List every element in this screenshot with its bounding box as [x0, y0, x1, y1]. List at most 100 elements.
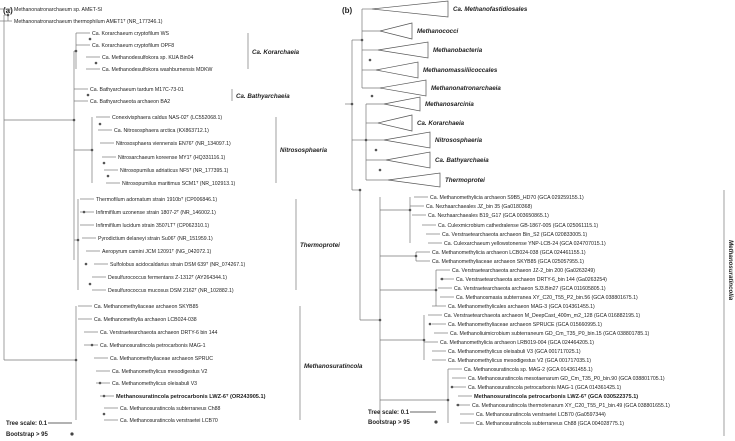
leaf-label: Pyrodictium delaneyi strain Su06ᵀ (NR_15…	[98, 236, 213, 242]
collapsed-clade-label: Methanonatronarchaeia	[431, 85, 501, 92]
leaf-label: Ca. Methanomethyliaceae archaeon SPRUC	[110, 356, 213, 362]
bootstrap-node	[106, 174, 110, 178]
leaf-label: Desulfurococcus fermentans Z-1312ᵀ (AY26…	[108, 275, 227, 281]
bootstrap-node	[360, 38, 364, 42]
bootstrap-node	[422, 338, 426, 342]
panel-b-label: (b)	[342, 6, 353, 15]
bootstrap-node	[86, 93, 90, 97]
leaf-label: Infirmifilum lucidum strain 3507LTᵀ (CP0…	[96, 223, 209, 229]
leaf-label: Ca. Methanodesulfokora washburnensis MDK…	[102, 67, 213, 73]
leaf-label: Ca. Verstraetearchaeota archaeon SJ3.Bin…	[454, 286, 606, 292]
bootstrap-node	[74, 358, 78, 362]
clade-label: Ca. Bathyarchaeia	[236, 93, 290, 100]
bootstrap-node	[102, 394, 106, 398]
leaf-label: Ca. Methanomethylicus mesodigestus V2 (G…	[448, 358, 591, 364]
leaf-label: Ca. Verstraetearchaeota archaeon Bin_S2 …	[442, 232, 587, 238]
bootstrap-node	[358, 188, 362, 192]
leaf-label: Nitrosopumilus maritimus SCM1ᵀ (NR_10291…	[122, 181, 236, 187]
leaf-label: Ca. Korarchaeum cryptofilum WS	[92, 31, 170, 37]
leaf-label: Ca. Methanoliuimicrobium subterraneum GD…	[450, 331, 650, 337]
leaf-label: Thermofilum adornatum strain 1910bᵀ (CP0…	[96, 197, 217, 203]
leaf-label: Ca. Methanomethylicus oleisabuli V3 (GCA…	[448, 349, 581, 355]
leaf-label: Ca. Methanosuratincola petrocarbonis MAG…	[468, 385, 621, 391]
leaf-label: Ca. Verstraetearchaeota archaeon DRTY-6 …	[100, 330, 217, 336]
leaf-label: Ca. Culexmicrobium cathedralense GB-1867…	[438, 223, 598, 229]
collapsed-clade-label: Methanosarcinia	[425, 101, 474, 108]
collapsed-clade	[383, 96, 421, 112]
leaf-label: Ca. Methanosuratincola verstraetei LCB70…	[476, 412, 606, 418]
leaf-label: Methanonatronarchaeum sp. AMET-Sl	[14, 7, 102, 13]
bootstrap-node	[94, 61, 98, 65]
leaf-label: Ca. Methanomethylicia archaeon LRB019-00…	[440, 340, 594, 346]
panel-b-tree: (b) Ca. MethanofastidiosalesMethanococci…	[342, 0, 734, 436]
collapsed-clade	[377, 41, 429, 59]
leaf-label: Ca. Methanosuratincola petrocarbonis MAG…	[100, 343, 206, 349]
bootstrap-node	[374, 148, 378, 152]
leaf-label: Ca. Verstraetearchaeota archaeon M_DeepC…	[444, 313, 640, 319]
leaf-label: Ca. Methanomethylia archaeon LCB024-038	[94, 317, 197, 323]
bootstrap-node	[74, 49, 78, 53]
bootstrap-label-b: Bootstrap > 95	[368, 420, 411, 426]
clade-label: Thermoprotei	[300, 242, 340, 249]
collapsed-clade	[383, 131, 431, 149]
bootstrap-node	[378, 318, 382, 322]
bootstrap-node	[82, 210, 86, 214]
leaf-label: Ca. Nezhaarchaeales JZ_bin 35 (Ga0180368…	[426, 204, 532, 210]
clade-label: Methanosuratincola	[304, 363, 363, 370]
collapsed-clade-label: Ca. Bathyarchaeia	[435, 157, 489, 164]
bootstrap-node	[98, 381, 102, 385]
bootstrap-node	[88, 282, 92, 286]
bootstrap-node	[72, 118, 76, 122]
leaf-label: Ca. Methanosuratincola subterraneus Ch88…	[476, 421, 624, 427]
collapsed-clade	[379, 79, 427, 97]
collapsed-clade-label: Methanococci	[417, 28, 459, 35]
tree-scale-label-b: Tree scale: 0.1	[368, 410, 410, 416]
bootstrap-node	[350, 102, 354, 106]
collapsed-clade	[387, 172, 441, 188]
leaf-label: Ca. Culexarchaeum yellowstonense YNP-LCB…	[444, 241, 606, 247]
leaf-label: Conexivisphaera caldus NAS-02ᵀ (LC552068…	[112, 115, 222, 121]
bootstrap-node	[102, 412, 106, 416]
leaf-label: Ca. Methanomethylicia archaeon S9B5_HD70…	[430, 195, 584, 201]
bootstrap-node	[378, 168, 382, 172]
collapsed-clade	[371, 0, 449, 18]
collapsed-clade	[385, 151, 431, 169]
bootstrap-node	[84, 262, 88, 266]
collapsed-clade	[375, 61, 419, 79]
leaf-label: Methanonatronarchaeum thermophilum AMET1…	[14, 19, 163, 25]
methanosuratincolia-label: Methanosuratincolia	[727, 240, 734, 301]
leaf-label: Nitrososphaera viennensis EN76ᵀ (NR_1340…	[116, 141, 231, 147]
leaf-label: Infirmifilum uzonense strain 1807-2ᵀ (NR…	[96, 210, 216, 216]
leaf-label: Ca. Methanosmasia subterranea XY_C20_T55…	[456, 295, 638, 301]
leaf-label: Sulfolobus acidocaldarius strain DSM 639…	[110, 262, 245, 268]
leaf-label: Ca. Methanomethylicia archaeon LCB024-03…	[432, 250, 586, 256]
collapsed-clade	[377, 114, 413, 132]
bootstrap-node	[440, 277, 444, 281]
panel-a-tree: (a) Methanonatronarchaeum sp. AMET-SlMet…	[0, 6, 363, 438]
bootstrap-node	[76, 238, 80, 242]
leaf-label: Ca. Methanomethylicales archaeon MAG-3 (…	[448, 304, 595, 310]
leaf-label: Ca. Bathyarchaeum tardum M17C-73-01	[90, 87, 184, 93]
leaf-label: Desulfurococcus mucosus DSM 2162ᵀ (NR_10…	[108, 288, 234, 294]
collapsed-clade-label: Methanobacteria	[433, 47, 483, 54]
bootstrap-node	[408, 208, 412, 212]
bootstrap-node	[102, 161, 106, 165]
bootstrap-node	[90, 343, 94, 347]
panel-b-group: Methanosuratincolia	[723, 190, 734, 436]
collapsed-clade-label: Nitrososphaeria	[435, 137, 483, 144]
leaf-label: Ca. Methanomethyliaceae archaeon SKYB85 …	[432, 259, 584, 265]
collapsed-clade-label: Thermoprotei	[445, 177, 485, 184]
leaf-label: Nitrosarchaeum koreense MY1ᵀ (HQ331116.1…	[118, 155, 226, 161]
leaf-label: Aeropyrum camini JCM 12091ᵀ (NG_042072.1…	[102, 249, 211, 255]
bootstrap-node	[370, 94, 374, 98]
leaf-label: Ca. Methanosuratincola thermotenarum XY_…	[472, 403, 670, 409]
bootstrap-node	[414, 254, 418, 258]
leaf-label: Ca. Methanomethyliaceae archaeon SPRUCE …	[448, 322, 602, 328]
leaf-label: Ca. Methanosuratincola verstraetei LCB70	[120, 418, 218, 424]
leaf-label: Ca. Methanomethylicus oleisabuli V3	[112, 381, 197, 387]
bootstrap-node	[446, 398, 450, 402]
bootstrap-node	[368, 58, 372, 62]
leaf-label: Ca. Verstraetearchaeota archaeon DRTY-6_…	[456, 277, 607, 283]
bootstrap-node	[364, 138, 368, 142]
bootstrap-node	[450, 385, 454, 389]
